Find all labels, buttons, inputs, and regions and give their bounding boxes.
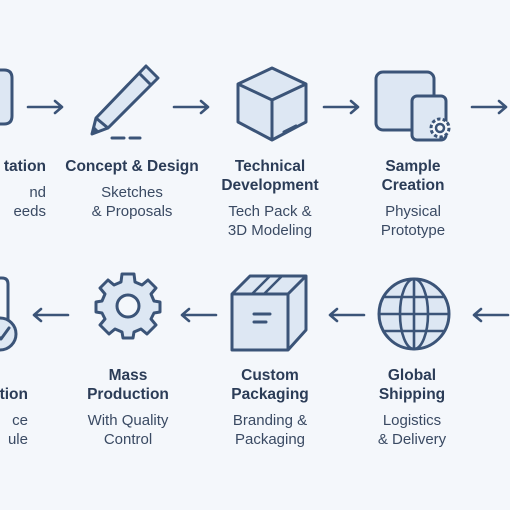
step-custom-packaging: Custom Packaging Branding & Packaging: [210, 366, 330, 449]
arrow-right-icon: [322, 99, 360, 115]
arrow-left-icon: [180, 307, 218, 323]
step-description: & Delivery: [377, 431, 447, 448]
step-description: & Proposals: [91, 203, 173, 220]
step-title: Mass: [108, 367, 148, 384]
step-title: Packaging: [231, 386, 309, 403]
step-description: With Quality: [87, 412, 169, 429]
step-title: tation: [3, 158, 46, 175]
step-consultation: tation nd eeds: [0, 157, 46, 221]
step-title: Custom: [241, 367, 299, 384]
pencil-icon: [90, 64, 160, 140]
arrow-left-icon: [472, 307, 510, 323]
step-description: Branding &: [232, 412, 308, 429]
globe-icon: [377, 277, 451, 351]
clipboard-icon: [0, 68, 14, 126]
step-title: Concept & Design: [65, 158, 199, 175]
sample-icon: [374, 70, 451, 142]
step-title: Creation: [381, 177, 445, 194]
step-title: Development: [221, 177, 319, 194]
arrow-left-icon: [328, 307, 366, 323]
step-description: ule: [7, 431, 28, 448]
step-description: nd: [29, 184, 46, 201]
box-icon: [230, 274, 308, 352]
cube-icon: [236, 66, 308, 142]
step-description: Sketches: [101, 184, 163, 201]
step-description: Logistics: [382, 412, 442, 429]
step-description: Physical: [385, 203, 441, 220]
step-description: ce: [12, 412, 28, 429]
step-inspection: tion ce ule: [0, 385, 28, 449]
step-technical-development: Technical Development Tech Pack & 3D Mod…: [206, 157, 334, 240]
checklist-icon: [0, 276, 18, 352]
step-sample-creation: Sample Creation Physical Prototype: [358, 157, 468, 240]
step-title: Technical: [234, 158, 306, 175]
step-description: Control: [103, 431, 153, 448]
arrow-right-icon: [26, 99, 64, 115]
step-title: Sample: [385, 158, 441, 175]
step-title: Production: [87, 386, 169, 403]
step-title: Shipping: [378, 386, 446, 403]
gear-icon: [94, 272, 162, 340]
step-title: tion: [0, 386, 28, 403]
step-mass-production: Mass Production With Quality Control: [68, 366, 188, 449]
step-description: Packaging: [234, 431, 306, 448]
step-title: Global: [387, 367, 437, 384]
step-description: Prototype: [380, 222, 446, 239]
step-description: eeds: [13, 203, 46, 220]
arrow-right-icon: [172, 99, 210, 115]
step-description: Tech Pack &: [228, 203, 312, 220]
arrow-left-icon: [32, 307, 70, 323]
step-description: 3D Modeling: [227, 222, 313, 239]
step-global-shipping: Global Shipping Logistics & Delivery: [354, 366, 470, 449]
step-concept-design: Concept & Design Sketches & Proposals: [52, 157, 212, 221]
arrow-right-icon: [470, 99, 508, 115]
